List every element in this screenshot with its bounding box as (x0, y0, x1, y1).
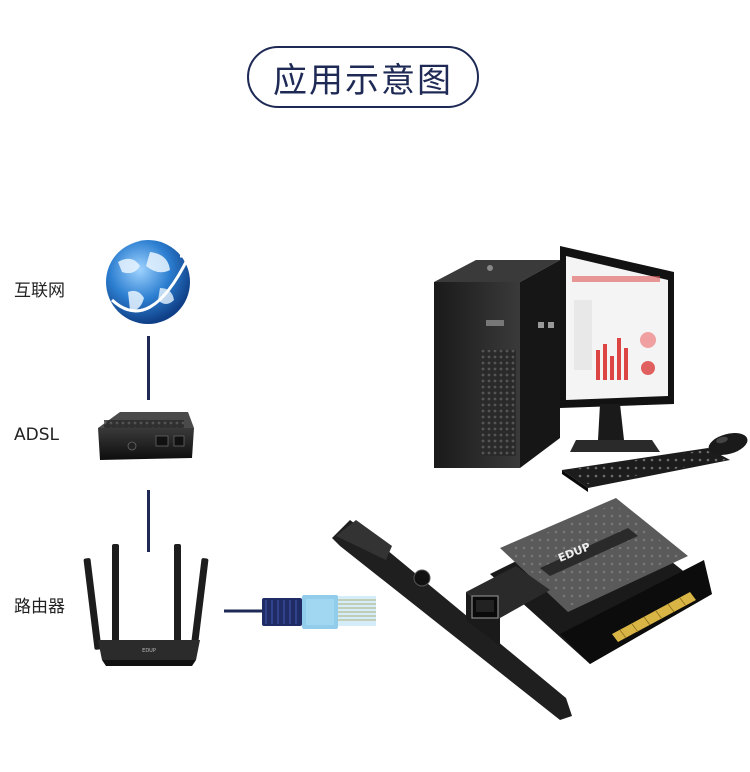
network-card-icon: EDUP (332, 498, 712, 720)
adsl-modem-icon (98, 412, 194, 460)
router-brand-text: EDUP (142, 648, 156, 654)
internet-adsl-link (147, 336, 150, 400)
ethernet-cable-icon (224, 595, 376, 629)
adsl-router-link (147, 490, 150, 552)
globe-icon (102, 239, 192, 324)
adsl-label: ADSL (14, 425, 59, 445)
mouse-icon (708, 433, 748, 455)
internet-label: 互联网 (14, 281, 65, 301)
page-title: 应用示意图 (247, 46, 479, 108)
pc-tower-icon (434, 260, 560, 468)
router-label: 路由器 (14, 597, 65, 617)
router-icon: EDUP (83, 544, 209, 666)
monitor-icon (560, 246, 674, 452)
keyboard-icon (562, 448, 730, 492)
